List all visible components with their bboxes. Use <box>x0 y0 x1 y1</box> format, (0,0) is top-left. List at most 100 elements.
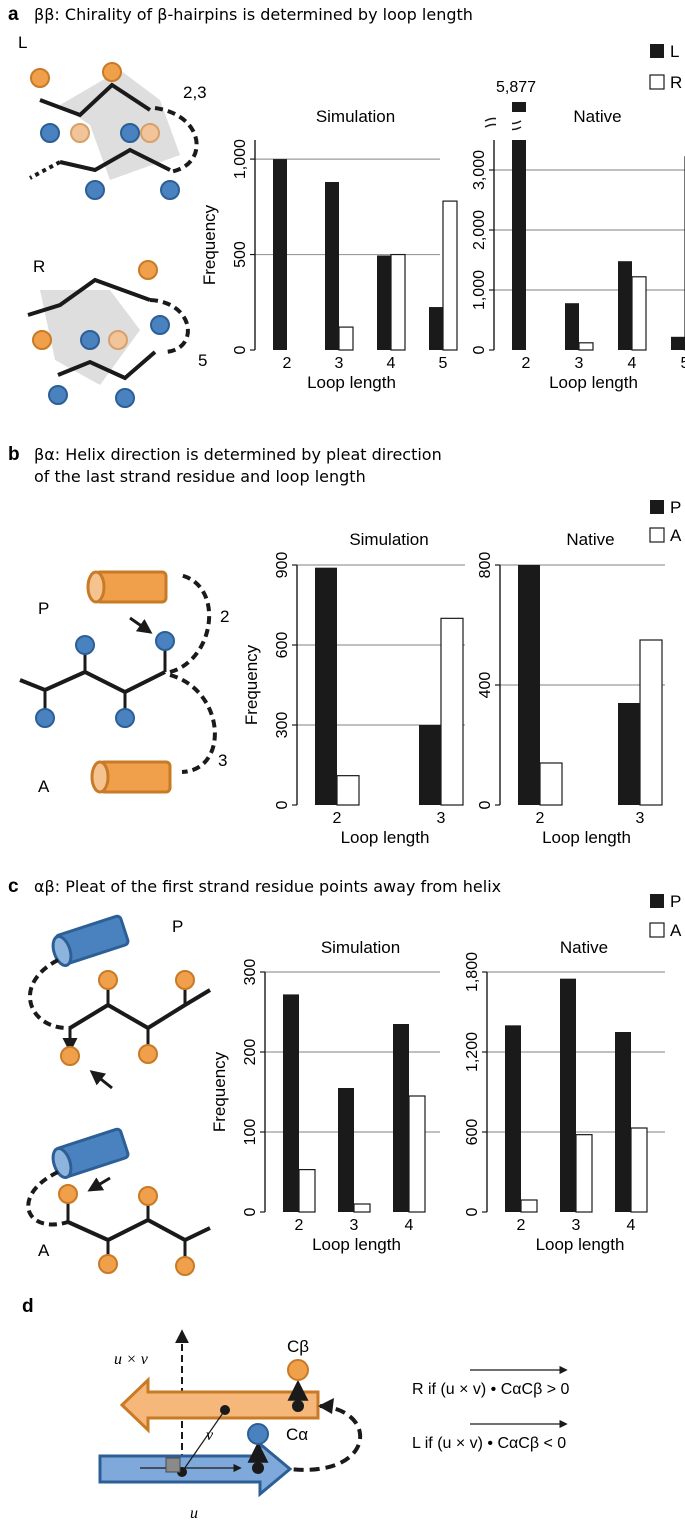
helix-cylinder-top <box>86 570 168 604</box>
ca-atom <box>160 180 180 200</box>
bar-P-3 <box>338 1088 354 1212</box>
cb-atom <box>60 1046 80 1066</box>
ca-atom <box>115 708 135 728</box>
helix-cylinder-bottom <box>51 1127 130 1179</box>
blue-atom <box>247 1423 269 1445</box>
bar-A-3 <box>575 1134 593 1213</box>
ca-atom <box>115 388 135 408</box>
bar-A-2 <box>336 775 360 806</box>
x-tick-label: 4 <box>405 1217 414 1234</box>
uxv-label: u × v <box>114 1351 149 1368</box>
y-tick-label: 1,800 <box>464 952 481 992</box>
cb-atom <box>98 1254 118 1274</box>
y-tick-label: 1,000 <box>471 270 488 310</box>
panel-c-title: αβ: Pleat of the first strand residue po… <box>34 877 501 896</box>
strand-top <box>27 277 151 317</box>
x-tick-label: 3 <box>636 810 645 827</box>
x-tick-label: 2 <box>536 810 545 827</box>
u-label: u <box>190 1505 198 1522</box>
plane-shading <box>60 70 180 180</box>
axis-break-gap <box>496 110 512 132</box>
panel-letter-b: b <box>8 444 20 465</box>
bar-A-3 <box>353 1203 371 1213</box>
bar-L-5 <box>429 307 443 350</box>
y-tick-label: 3,000 <box>471 150 488 190</box>
panel-a-title: ββ: Chirality of β-hairpins is determine… <box>34 5 473 24</box>
x-tick-label: 2 <box>517 1217 526 1234</box>
ca-atom <box>120 123 140 143</box>
bar-P-3 <box>560 978 576 1212</box>
panel-b-title-line1: βα: Helix direction is determined by ple… <box>34 445 442 464</box>
loop-dashed <box>26 1170 69 1227</box>
bar-L-2 <box>273 159 287 350</box>
x-axis-label: Loop length <box>549 373 638 392</box>
cb-atom <box>140 123 160 143</box>
cb-atom <box>98 970 118 990</box>
bar-R-5 <box>442 200 458 351</box>
bar-P-2 <box>283 994 299 1212</box>
legend-b: P A <box>649 498 682 545</box>
x-axis-label: Loop length <box>341 828 430 847</box>
bar-L-4 <box>618 261 632 350</box>
ca-atom <box>48 385 68 405</box>
cb-atom <box>138 1044 158 1064</box>
legend-label: P <box>670 892 681 911</box>
loop-dashed-bottom <box>169 673 217 774</box>
y-tick-label: 300 <box>242 959 259 986</box>
cb-atom <box>108 330 128 350</box>
loop-label-5: 5 <box>198 351 207 370</box>
x-tick-label: 5 <box>439 355 448 372</box>
y-tick-label: 0 <box>274 800 291 809</box>
strand <box>68 988 212 1031</box>
bar-A-3 <box>440 617 464 806</box>
chart-title: Simulation <box>321 938 400 957</box>
v-label: v <box>206 1427 214 1444</box>
loop-dashed <box>27 958 71 1031</box>
panel-c: c αβ: Pleat of the first strand residue … <box>8 876 682 1276</box>
loop-label-2: 2 <box>220 607 229 626</box>
legend-swatch-black <box>650 44 664 58</box>
y-tick-label: 1,200 <box>464 1032 481 1072</box>
legend-c: P A <box>649 892 682 940</box>
label-P: P <box>172 917 183 936</box>
bar-P-2 <box>315 567 337 805</box>
legend-label: A <box>670 526 682 545</box>
cb-atom <box>138 260 158 280</box>
y-axis-label: Frequency <box>210 1051 229 1132</box>
pleat-arrow <box>89 1070 113 1090</box>
pleat-arrow <box>87 1176 111 1192</box>
chart-title: Simulation <box>316 107 395 126</box>
x-axis-label: Loop length <box>307 373 396 392</box>
x-tick-label: 2 <box>283 355 292 372</box>
cb-atom <box>32 330 52 350</box>
chart-title: Native <box>560 938 608 957</box>
strand-tail <box>29 160 61 180</box>
bar-A-2 <box>539 762 563 806</box>
legend-swatch-white <box>649 527 665 543</box>
panel-letter-d: d <box>22 1296 34 1317</box>
y-tick-label: 500 <box>232 241 249 268</box>
legend-swatch-white <box>649 74 665 90</box>
rule-r: R if (u × v) • CαCβ > 0 <box>412 1381 570 1398</box>
label-P: P <box>38 599 49 618</box>
helix-cylinder-bottom <box>90 760 172 794</box>
bar-L-4 <box>377 255 391 350</box>
bar-A-4 <box>408 1095 426 1213</box>
y-tick-label: 0 <box>471 345 488 354</box>
panel-letter-c: c <box>8 876 19 897</box>
strand-top <box>39 82 152 118</box>
y-tick-label: 900 <box>274 552 291 579</box>
ca-atom <box>75 635 95 655</box>
right-angle-marker <box>165 1457 181 1473</box>
bar-P-3 <box>419 725 441 805</box>
bar-P-2 <box>518 565 540 805</box>
y-axis-label: Frequency <box>200 204 219 285</box>
loop-label-3: 3 <box>218 751 227 770</box>
legend-label: L <box>670 42 679 61</box>
ca-label: Cα <box>286 1425 308 1444</box>
